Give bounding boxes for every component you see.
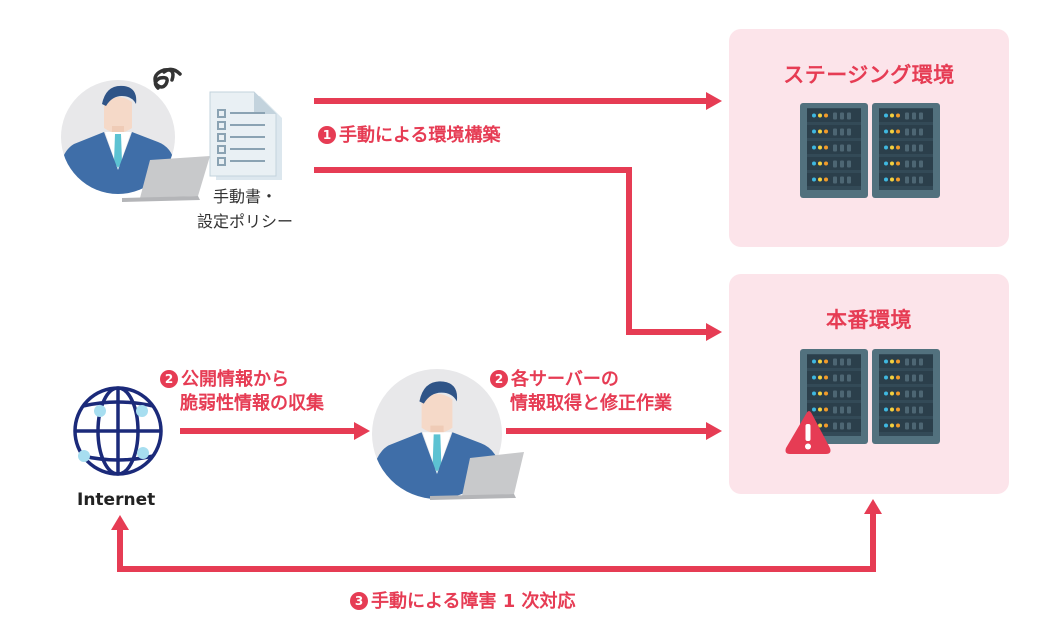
globe-icon (73, 386, 163, 476)
checklist-document-icon (209, 91, 282, 180)
production-environment-box: 本番環境 (729, 274, 1009, 494)
arrow-operator-to-production (506, 422, 722, 440)
step2b-line1: 各サーバーの (511, 369, 619, 390)
step1-text: 手動による環境構築 (339, 125, 501, 146)
step2b-number-badge: 2 (490, 370, 508, 388)
middle-operator-avatar (372, 369, 524, 500)
step2a-line2: 脆弱性情報の収集 (180, 393, 324, 414)
arrow-step1-to-staging (314, 92, 722, 110)
step2b-line2: 情報取得と修正作業 (510, 393, 672, 414)
step2a-number-badge: 2 (160, 370, 178, 388)
step2a-line1: 公開情報から (181, 369, 289, 390)
step3-number-badge: 3 (350, 592, 368, 610)
confused-swirl-icon (153, 67, 182, 90)
step3-text: 手動による障害 1 次対応 (371, 591, 576, 612)
production-environment-title: 本番環境 (826, 308, 912, 332)
document-caption-line2: 設定ポリシー (196, 212, 293, 231)
arrow-internet-to-operator (180, 422, 370, 440)
production-server-rack-icon (800, 349, 940, 444)
staging-environment-box: ステージング環境 (729, 29, 1009, 247)
step1-number-badge: 1 (318, 126, 336, 144)
document-caption-line1: 手動書・ (212, 187, 277, 206)
top-operator-avatar (61, 80, 210, 202)
arrow-step3-loop (111, 499, 882, 572)
arrow-step1-to-production (314, 167, 722, 341)
staging-environment-title: ステージング環境 (783, 63, 955, 87)
internet-label: Internet (77, 490, 156, 510)
warning-icon (785, 411, 831, 454)
staging-server-rack-icon (800, 103, 940, 198)
document-caption: 手動書・ 設定ポリシー (180, 184, 310, 234)
